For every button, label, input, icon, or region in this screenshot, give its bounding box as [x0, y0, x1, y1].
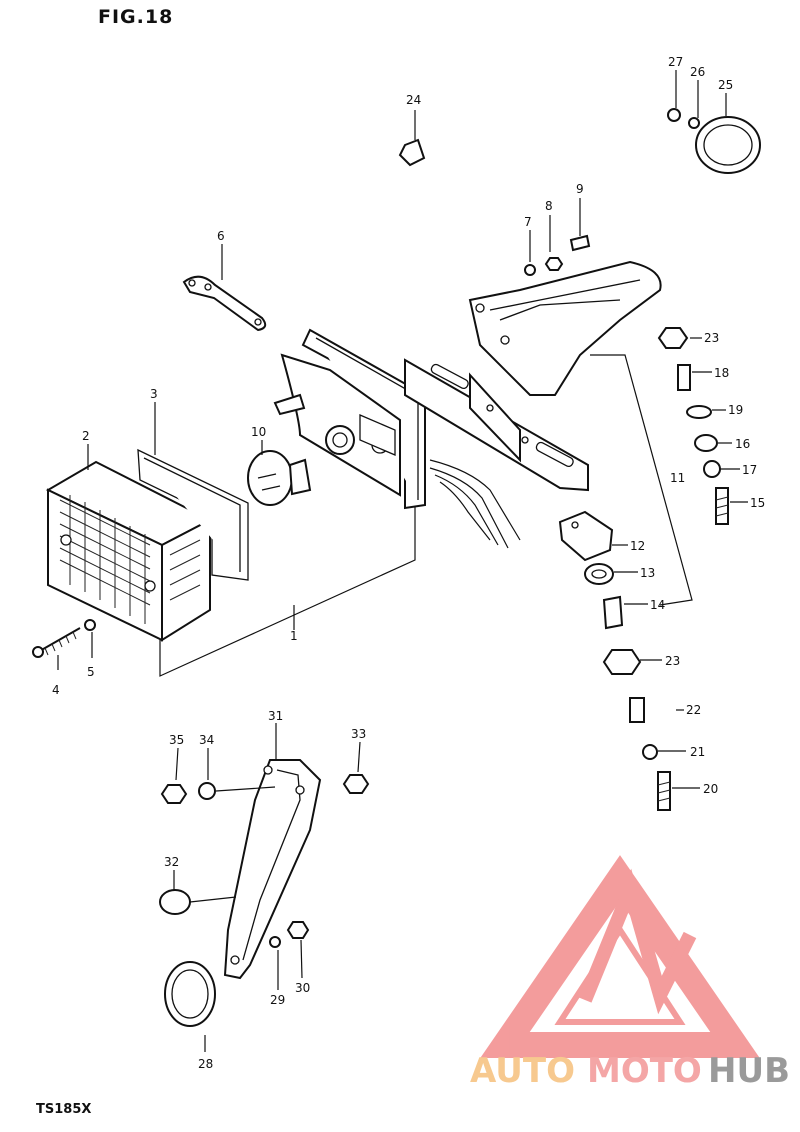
callout-23-bottom: 23	[665, 654, 680, 668]
callout-6: 6	[217, 229, 225, 243]
callout-32: 32	[164, 855, 179, 869]
washer-7	[524, 264, 536, 276]
logo-zigzag	[578, 868, 697, 1015]
grommet-24	[398, 138, 426, 167]
spacer-18	[677, 364, 691, 391]
callout-line-11	[590, 354, 693, 606]
washer-19	[686, 405, 712, 419]
callout-26: 26	[690, 65, 705, 79]
lock-washer-17	[703, 460, 721, 478]
bolt-20	[657, 771, 671, 811]
tail-lamp-lens	[45, 460, 213, 642]
lens-screw	[32, 627, 81, 658]
bolt-9	[569, 234, 591, 252]
callout-1: 1	[290, 629, 298, 643]
nut-8	[544, 257, 564, 271]
callout-24: 24	[406, 93, 421, 107]
cushion-32	[159, 889, 191, 915]
callout-15: 15	[750, 496, 765, 510]
bolt-15	[715, 487, 729, 525]
callout-21: 21	[690, 745, 705, 759]
reflector-bracket	[223, 759, 322, 980]
lens-gasket-inner	[143, 457, 241, 572]
watermark-logo	[480, 855, 760, 1058]
washer-16	[694, 434, 718, 452]
washer-29	[269, 936, 281, 948]
callout-10: 10	[251, 425, 266, 439]
watermark-part-hub: HUB	[708, 1051, 790, 1091]
callout-31: 31	[268, 709, 283, 723]
callout-19: 19	[728, 403, 743, 417]
rear-bracket	[404, 260, 662, 492]
spacer-22	[629, 697, 645, 723]
callout-30: 30	[295, 981, 310, 995]
washer-34	[198, 782, 216, 800]
callout-9: 9	[576, 182, 584, 196]
callout-numbers: 2 3 4 5 6 10 1 7 8 9 24 27 26 25 23 18 1…	[52, 55, 765, 1071]
washer-27	[667, 108, 681, 122]
callout-34: 34	[199, 733, 214, 747]
washer-21	[642, 744, 658, 760]
watermark-part-moto: MOTO	[587, 1051, 702, 1091]
callout-29: 29	[270, 993, 285, 1007]
callout-28: 28	[198, 1057, 213, 1071]
callout-17: 17	[742, 463, 757, 477]
collar	[602, 595, 624, 630]
lamp-stay	[182, 275, 267, 332]
callout-2: 2	[82, 429, 90, 443]
callout-16: 16	[735, 437, 750, 451]
callout-35: 35	[169, 733, 184, 747]
tail-lamp-bulb	[247, 450, 312, 506]
callout-22: 22	[686, 703, 701, 717]
callout-27: 27	[668, 55, 683, 69]
callout-23-top: 23	[704, 331, 719, 345]
callout-7: 7	[524, 215, 532, 229]
callout-11: 11	[670, 471, 685, 485]
callout-4: 4	[52, 683, 60, 697]
figure-title: FIG.18	[98, 6, 174, 28]
lens-washer	[84, 619, 96, 631]
callout-8: 8	[545, 199, 553, 213]
callout-13: 13	[640, 566, 655, 580]
model-label: TS185X	[36, 1102, 92, 1117]
nut-23-top	[657, 327, 689, 349]
callout-20: 20	[703, 782, 718, 796]
callout-3: 3	[150, 387, 158, 401]
lamp-housing	[273, 328, 426, 510]
callout-25: 25	[718, 78, 733, 92]
wire-clamp	[558, 510, 614, 562]
nut-35	[160, 784, 188, 804]
callout-5: 5	[87, 665, 95, 679]
nut-26	[688, 117, 700, 129]
nut-33	[342, 774, 370, 794]
lamp-wires	[429, 459, 521, 549]
watermark-part-auto: AUTO	[470, 1051, 575, 1091]
callout-14: 14	[650, 598, 665, 612]
leader-lines	[57, 70, 748, 1052]
callout-18: 18	[714, 366, 729, 380]
nut-23-bottom	[602, 649, 642, 675]
nut-30	[286, 921, 310, 939]
callout-12: 12	[630, 539, 645, 553]
watermark-text: AUTO MOTO HUB	[470, 1051, 790, 1091]
callout-33: 33	[351, 727, 366, 741]
